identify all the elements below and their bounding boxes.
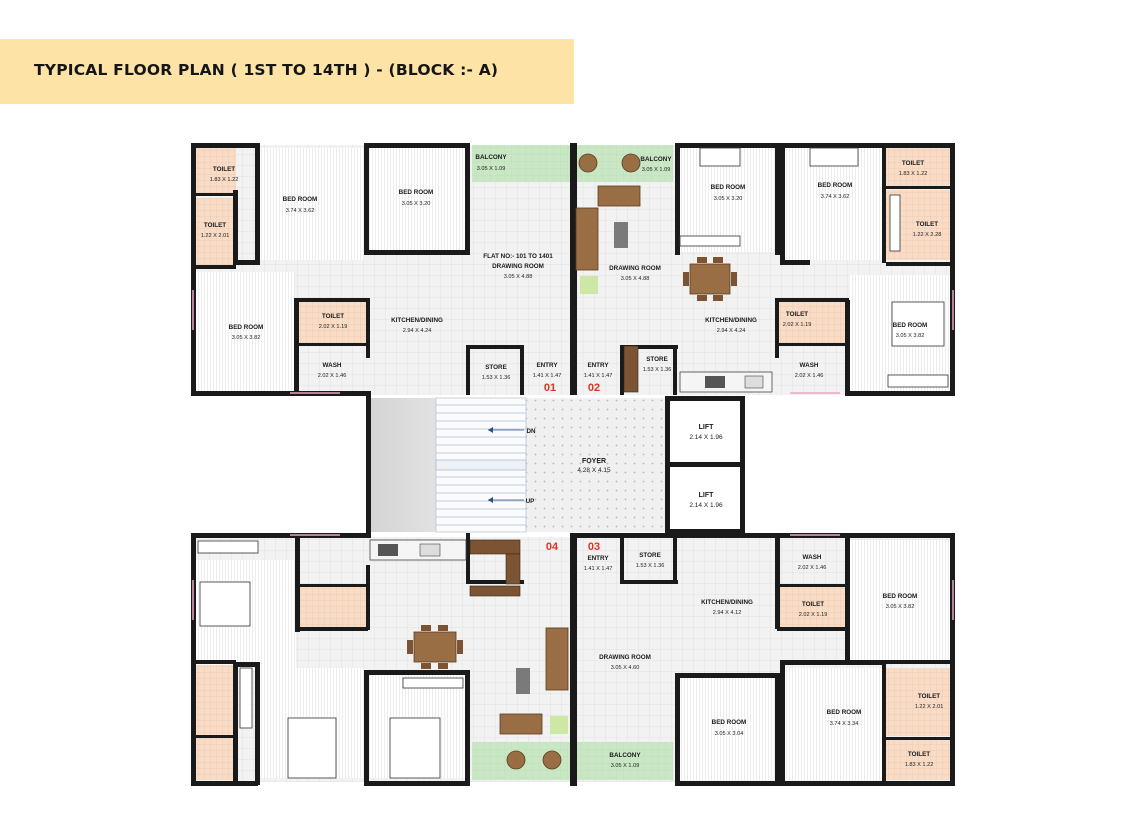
f03-toilet-c-dims: 1.83 X 1.22 [905,762,934,768]
page-title: TYPICAL FLOOR PLAN ( 1ST TO 14TH ) - (BL… [34,61,499,79]
lift1-name: LIFT [699,424,714,431]
walls [191,143,955,786]
stair-up-label: UP [526,498,535,505]
f01-store-dims: 1.53 X 1.36 [482,375,511,381]
stair-dn-label: DN [526,428,536,435]
f02-entry-name: ENTRY [587,362,609,369]
f02-balcony-dims: 3.05 X 1.09 [642,167,671,173]
f01-kitchen-name: KITCHEN/DINING [391,317,443,324]
f01-toilet-c-name: TOILET [322,313,344,320]
f01-entry-name: ENTRY [536,362,558,369]
f03-toilet-b-name: TOILET [918,693,940,700]
f02-balcony-name: BALCONY [640,156,672,163]
f02-bed2-dims: 3.74 X 3.62 [821,194,850,200]
f03-entry-name: ENTRY [587,555,609,562]
f03-balcony-dims: 3.05 X 1.09 [611,763,640,769]
f01-kitchen-dims: 2.94 X 4.24 [403,328,432,334]
f02-toilet-a-name: TOILET [902,160,924,167]
f01-store-name: STORE [485,364,507,371]
f03-toilet-c-name: TOILET [908,751,930,758]
f02-wash-dims: 2.02 X 1.46 [795,373,824,379]
f03-store-name: STORE [639,552,661,559]
f02-bed1-dims: 3.05 X 3.20 [714,196,743,202]
flat-number-03: 03 [588,541,600,553]
f03-bed2-dims: 3.05 X 3.04 [715,731,744,737]
f02-store-name: STORE [646,356,668,363]
f02-toilet-c-name: TOILET [786,311,808,318]
f03-bed1-dims: 3.05 X 3.82 [886,604,915,610]
f01-bed1-dims: 3.74 X 3.62 [286,208,315,214]
foyer-dims: 4.28 X 4.15 [577,467,611,474]
f01-balcony-dims: 3.05 X 1.09 [477,166,506,172]
flat-number-01: 01 [544,382,556,394]
f01-bed1-name: BED ROOM [283,196,318,203]
f01-toilet-b-name: TOILET [204,222,226,229]
f02-bed1-name: BED ROOM [711,184,746,191]
f01-balcony-name: BALCONY [475,154,507,161]
f02-toilet-c-dims: 2.02 X 1.19 [783,322,812,328]
staircase [435,397,527,533]
f01-toilet-a-name: TOILET [213,166,235,173]
flat-numbers: 01 02 03 04 [544,382,600,553]
f03-toilet-b-dims: 1.22 X 2.01 [915,704,944,710]
f01-bed3-dims: 3.05 X 3.82 [232,335,261,341]
f03-drawing-dims: 3.05 X 4.60 [611,665,640,671]
lift2-dims: 2.14 X 1.96 [689,502,723,509]
f03-wash-dims: 2.02 X 1.46 [798,565,827,571]
flat01-labels: BALCONY 3.05 X 1.09 TOILET 1.83 X 1.22 T… [201,154,562,381]
f01-wash-name: WASH [323,362,342,369]
f02-wash-name: WASH [800,362,819,369]
f02-toilet-b-name: TOILET [916,221,938,228]
f02-bed3-dims: 3.05 X 3.82 [896,333,925,339]
f01-wash-dims: 2.02 X 1.46 [318,373,347,379]
f03-balcony-name: BALCONY [609,752,641,759]
f02-bed2-name: BED ROOM [818,182,853,189]
f01-flat-no: FLAT NO:- 101 TO 1401 [483,253,553,260]
f01-bed2-dims: 3.05 X 3.20 [402,201,431,207]
f02-bed3-name: BED ROOM [893,322,928,329]
f02-toilet-a-dims: 1.83 X 1.22 [899,171,928,177]
f01-bed2-name: BED ROOM [399,189,434,196]
f03-drawing-name: DRAWING ROOM [599,654,651,661]
f03-store-dims: 1.53 X 1.36 [636,563,665,569]
f01-drawing-name: DRAWING ROOM [492,263,544,270]
f03-kitchen-dims: 2.94 X 4.12 [713,610,742,616]
f03-entry-dims: 1.41 X 1.47 [584,566,613,572]
f01-toilet-c-dims: 2.02 X 1.19 [319,324,348,330]
f02-store-dims: 1.53 X 1.36 [643,367,672,373]
f03-bed3-dims: 3.74 X 3.34 [830,721,859,727]
f03-kitchen-name: KITCHEN/DINING [701,599,753,606]
flat-number-04: 04 [546,541,559,553]
f02-toilet-b-dims: 1.22 X 2.28 [913,232,942,238]
f01-entry-dims: 1.41 X 1.47 [533,373,562,379]
foyer-name: FOYER [582,458,606,465]
f03-bed3-name: BED ROOM [827,709,862,716]
f02-entry-dims: 1.41 X 1.47 [584,373,613,379]
f03-toilet-a-dims: 2.02 X 1.19 [799,612,828,618]
furniture [197,147,949,779]
f03-toilet-a-name: TOILET [802,601,824,608]
f02-kitchen-dims: 2.94 X 4.24 [717,328,746,334]
flat02-labels: BALCONY 3.05 X 1.09 BED ROOM 3.05 X 3.20… [584,156,942,379]
lift1-dims: 2.14 X 1.96 [689,434,723,441]
title-banner: TYPICAL FLOOR PLAN ( 1ST TO 14TH ) - (BL… [0,39,574,104]
f03-bed2-name: BED ROOM [712,719,747,726]
lift2-name: LIFT [699,492,714,499]
f01-bed3-name: BED ROOM [229,324,264,331]
flat03-labels: STORE 1.53 X 1.36 ENTRY 1.41 X 1.47 WASH… [584,552,944,769]
f03-wash-name: WASH [803,554,822,561]
f01-drawing-dims: 3.05 X 4.88 [504,274,533,280]
core-labels: FOYER 4.28 X 4.15 LIFT 2.14 X 1.96 LIFT … [577,424,723,509]
windows [192,290,954,620]
f02-drawing-dims: 3.05 X 4.88 [621,276,650,282]
f02-kitchen-name: KITCHEN/DINING [705,317,757,324]
f03-bed1-name: BED ROOM [883,593,918,600]
flat-number-02: 02 [588,382,600,394]
f01-toilet-a-dims: 1.83 X 1.22 [210,177,239,183]
f01-toilet-b-dims: 1.22 X 2.01 [201,233,230,239]
f02-drawing-name: DRAWING ROOM [609,265,661,272]
